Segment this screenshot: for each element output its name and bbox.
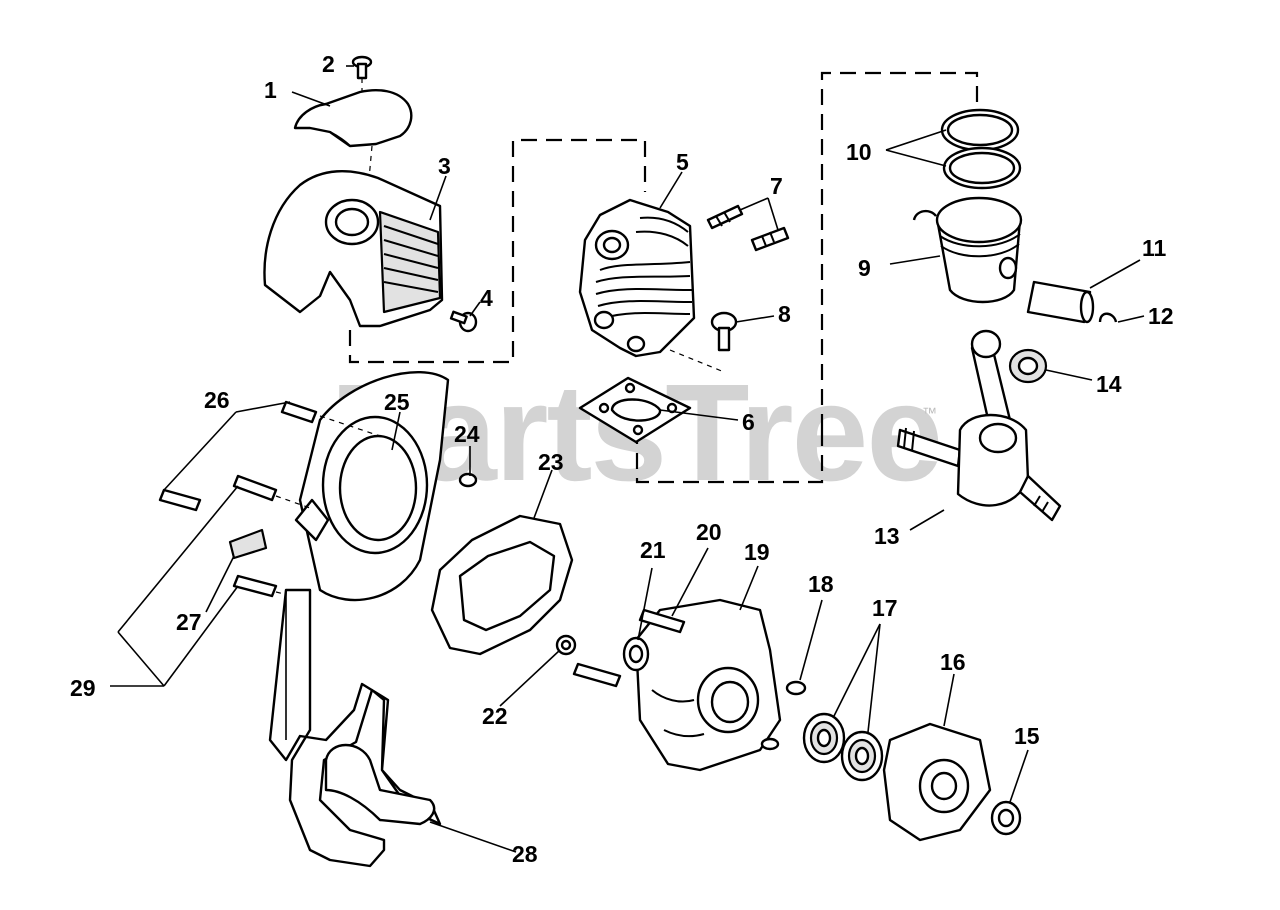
part-13-crankshaft[interactable]	[896, 329, 1062, 522]
callout-24[interactable]: 24	[454, 421, 480, 447]
part-19-crankcase[interactable]	[634, 598, 782, 772]
callout-3[interactable]: 3	[438, 153, 451, 179]
callout-22[interactable]: 22	[482, 703, 508, 729]
callout-5[interactable]: 5	[676, 149, 689, 175]
leader-lines	[110, 65, 1145, 853]
callout-2[interactable]: 2	[322, 51, 335, 77]
callout-11[interactable]: 11	[1142, 235, 1167, 261]
callout-16[interactable]: 16	[940, 649, 966, 675]
part-11-piston-pin[interactable]	[1026, 280, 1095, 324]
part-15-seal[interactable]	[990, 800, 1022, 836]
callout-4[interactable]: 4	[480, 285, 493, 311]
callout-26[interactable]: 26	[204, 387, 230, 413]
part-14-needle-bearing[interactable]	[1008, 348, 1048, 384]
callout-6[interactable]: 6	[742, 409, 755, 435]
part-2-screw[interactable]	[351, 55, 373, 80]
part-25-fan-housing[interactable]	[294, 371, 450, 602]
group-bracket-piston	[635, 71, 979, 484]
part-9-piston[interactable]	[912, 196, 1023, 304]
part-5-cylinder[interactable]	[578, 198, 725, 373]
part-1-top-cover[interactable]	[293, 68, 413, 191]
callout-27[interactable]: 27	[176, 609, 202, 635]
part-3-cylinder-cover[interactable]	[263, 170, 444, 328]
watermark-trademark: ™	[922, 405, 937, 422]
part-12-circlip[interactable]	[1098, 312, 1118, 323]
part-22-nut[interactable]	[555, 634, 577, 656]
callout-25[interactable]: 25	[384, 389, 410, 415]
callout-15[interactable]: 15	[1014, 723, 1040, 749]
part-27-clip[interactable]	[228, 528, 268, 560]
part-23-plate[interactable]	[430, 514, 574, 656]
part-26-bolts[interactable]	[158, 400, 381, 512]
part-21-seal[interactable]	[572, 636, 650, 688]
part-10-piston-rings[interactable]	[940, 108, 1022, 190]
part-17-bearings[interactable]	[802, 712, 884, 782]
part-4-screw[interactable]	[449, 310, 478, 333]
callout-14[interactable]: 14	[1096, 371, 1122, 397]
part-6-gasket[interactable]	[578, 376, 692, 444]
callout-9[interactable]: 9	[858, 255, 871, 281]
callout-17[interactable]: 17	[872, 595, 898, 621]
callout-1[interactable]: 1	[264, 77, 277, 103]
callout-8[interactable]: 8	[778, 301, 791, 327]
part-24-pin[interactable]	[458, 472, 478, 488]
callout-29[interactable]: 29	[70, 675, 96, 701]
part-16-crankcase-half[interactable]	[882, 722, 992, 842]
part-20-bolt[interactable]	[638, 608, 686, 634]
callout-7[interactable]: 7	[770, 173, 783, 199]
part-8-bolt[interactable]	[710, 311, 738, 352]
callout-20[interactable]: 20	[696, 519, 722, 545]
callout-10[interactable]: 10	[846, 139, 872, 165]
part-29-bolts[interactable]	[232, 474, 311, 599]
callout-12[interactable]: 12	[1148, 303, 1174, 329]
callout-23[interactable]: 23	[538, 449, 564, 475]
callout-19[interactable]: 19	[744, 539, 770, 565]
callout-13[interactable]: 13	[874, 523, 900, 549]
part-28-support-bracket[interactable]	[268, 588, 442, 868]
part-18-pin[interactable]	[760, 680, 807, 751]
group-bracket-cover	[348, 138, 647, 364]
callout-21[interactable]: 21	[640, 537, 666, 563]
callout-18[interactable]: 18	[808, 571, 834, 597]
part-7-studs[interactable]	[706, 204, 790, 252]
callout-labels: 1 2 3 4 5 6 7 8 9 10 11 12 13 14 15 16 1…	[70, 51, 1174, 867]
callout-28[interactable]: 28	[512, 841, 538, 867]
